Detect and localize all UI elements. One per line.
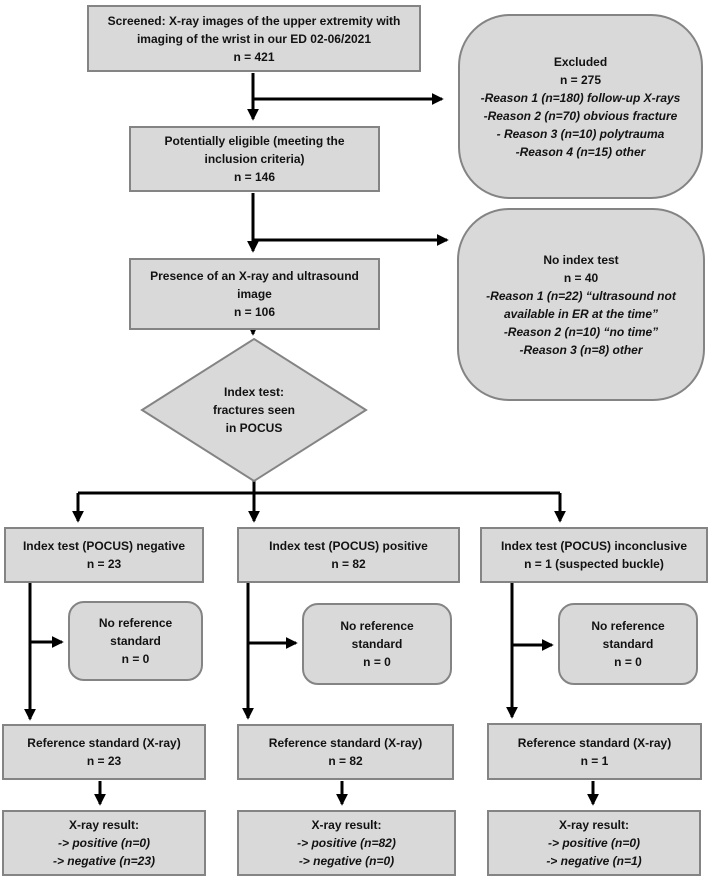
xray-result-box: X-ray result: -> positive (n=0) -> negat… xyxy=(2,810,206,876)
no-index-test-title: No index test xyxy=(543,252,619,267)
xray-result-line: -> positive (n=0) xyxy=(57,836,151,850)
reference-standard-text: Reference standard (X-ray) n = 82 xyxy=(268,736,423,768)
no-reference-standard-text: No reference standard n = 0 xyxy=(340,619,414,669)
no-reference-standard-box: No reference standard n = 0 xyxy=(302,603,452,685)
no-index-test-reason: -Reason 3 (n=8) other xyxy=(519,342,643,357)
presence-box: Presence of an X-ray and ultrasound imag… xyxy=(129,258,380,330)
xray-result-box: X-ray result: -> positive (n=0) -> negat… xyxy=(487,810,701,876)
decision-label: Index test: fractures seen in POCUS xyxy=(212,385,296,435)
reference-standard-text: Reference standard (X-ray) n = 23 xyxy=(27,736,181,768)
excluded-title: Excluded xyxy=(553,54,608,69)
no-index-test-count: n = 40 xyxy=(563,270,599,285)
screened-text: Screened: X-ray images of the upper extr… xyxy=(107,13,401,64)
xray-result-line: -> negative (n=0) xyxy=(298,854,395,868)
xray-result-title: X-ray result: xyxy=(558,818,630,832)
presence-text: Presence of an X-ray and ultrasound imag… xyxy=(150,269,359,319)
index-test-negative-box: Index test (POCUS) negative n = 23 xyxy=(4,527,204,583)
excluded-reason: - Reason 3 (n=10) polytrauma xyxy=(496,126,665,141)
excluded-reason: -Reason 1 (n=180) follow-up X-rays xyxy=(480,90,681,105)
screened-box: Screened: X-ray images of the upper extr… xyxy=(87,5,421,72)
xray-result-line: -> positive (n=82) xyxy=(297,836,396,850)
no-reference-standard-box: No reference standard n = 0 xyxy=(68,601,203,681)
reference-standard-box: Reference standard (X-ray) n = 82 xyxy=(237,724,454,780)
no-index-test-box: No index test n = 40 -Reason 1 (n=22) “u… xyxy=(457,208,705,401)
index-test-positive-box: Index test (POCUS) positive n = 82 xyxy=(237,527,460,583)
xray-result-line: -> negative (n=23) xyxy=(52,854,156,868)
excluded-box: Excluded n = 275 -Reason 1 (n=180) follo… xyxy=(458,14,703,199)
excluded-count: n = 275 xyxy=(559,72,602,87)
index-test-inconclusive-box: Index test (POCUS) inconclusive n = 1 (s… xyxy=(480,527,708,583)
reference-standard-box: Reference standard (X-ray) n = 1 xyxy=(487,723,702,780)
xray-result-line: -> negative (n=1) xyxy=(546,854,642,868)
index-test-positive-text: Index test (POCUS) positive n = 82 xyxy=(269,539,428,571)
no-reference-standard-text: No reference standard n = 0 xyxy=(591,619,665,669)
no-index-test-reason: -Reason 1 (n=22) “ultrasound not availab… xyxy=(486,288,676,321)
potentially-eligible-text: Potentially eligible (meeting the inclus… xyxy=(164,134,345,184)
no-reference-standard-box: No reference standard n = 0 xyxy=(558,603,698,685)
xray-result-box: X-ray result: -> positive (n=82) -> nega… xyxy=(237,810,456,876)
no-reference-standard-text: No reference standard n = 0 xyxy=(98,616,173,666)
xray-result-title: X-ray result: xyxy=(311,818,382,832)
no-index-test-reason: -Reason 2 (n=10) “no time” xyxy=(503,324,659,339)
xray-result-title: X-ray result: xyxy=(68,818,140,832)
reference-standard-box: Reference standard (X-ray) n = 23 xyxy=(2,724,206,780)
potentially-eligible-box: Potentially eligible (meeting the inclus… xyxy=(129,126,380,192)
decision-diamond xyxy=(140,337,368,483)
index-test-negative-text: Index test (POCUS) negative n = 23 xyxy=(22,539,186,571)
xray-result-line: -> positive (n=0) xyxy=(547,836,641,850)
excluded-reason: -Reason 4 (n=15) other xyxy=(515,144,646,159)
excluded-reason: -Reason 2 (n=70) obvious fracture xyxy=(483,108,678,123)
reference-standard-text: Reference standard (X-ray) n = 1 xyxy=(517,735,672,768)
index-test-inconclusive-text: Index test (POCUS) inconclusive n = 1 (s… xyxy=(500,539,688,571)
